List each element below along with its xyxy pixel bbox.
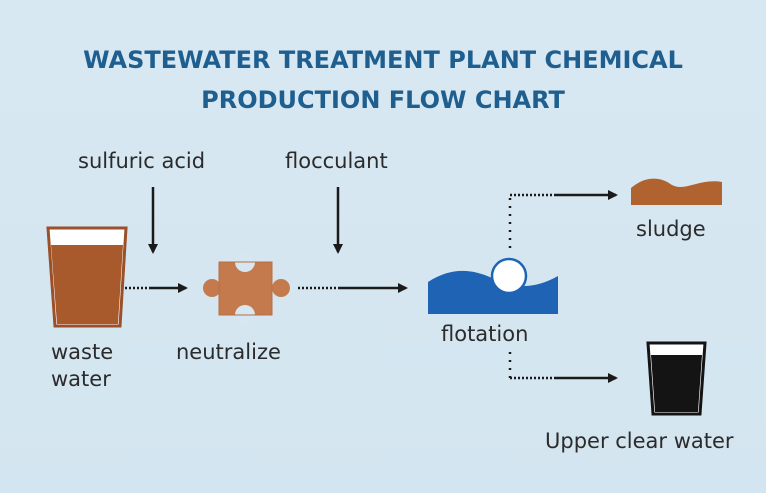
waste-water-glass-icon (46, 226, 128, 328)
flotation-wave-icon (428, 257, 558, 314)
neutralize-puzzle-icon (203, 252, 290, 325)
clear-water-label: Upper clear water (545, 429, 734, 453)
clear-water-glass-icon (646, 341, 707, 416)
sulfuric-acid-label: sulfuric acid (78, 149, 206, 173)
waste-water-label-line-1: waste (51, 340, 114, 364)
flotation-label: flotation (441, 322, 529, 346)
sludge-icon (631, 178, 722, 205)
arrow-flotation-to-sludge (508, 190, 618, 248)
page-title: WASTEWATER TREATMENT PLANT CHEMICAL PROD… (0, 40, 766, 120)
neutralize-label: neutralize (176, 340, 281, 364)
title-line-2: PRODUCTION FLOW CHART (201, 86, 565, 114)
title-line-1: WASTEWATER TREATMENT PLANT CHEMICAL (83, 46, 683, 74)
arrow-flotation-to-clear-water (508, 352, 618, 383)
flocculant-label: flocculant (285, 149, 388, 173)
sludge-label: sludge (636, 217, 706, 241)
waste-water-label-line-2: water (51, 367, 111, 391)
